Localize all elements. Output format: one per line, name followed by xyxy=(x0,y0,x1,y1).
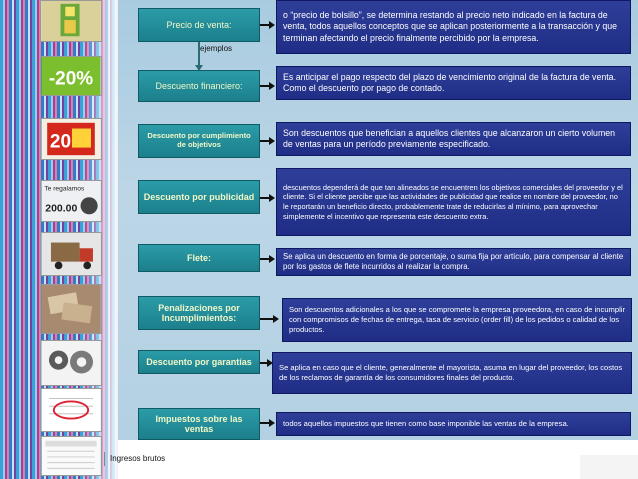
arrow-row-4 xyxy=(260,194,275,202)
footer-divider xyxy=(104,452,105,466)
category-label: Impuestos sobre las ventas xyxy=(155,413,243,434)
promo-20-text: 20 xyxy=(50,132,71,153)
description-precio-de-venta: o “precio de bolsillo”, se determina res… xyxy=(276,0,631,54)
description-text: Son descuentos adicionales a los que se … xyxy=(289,305,626,334)
category-descuento-financiero: Descuento financiero: xyxy=(138,70,260,102)
arrow-row-5 xyxy=(260,255,275,263)
arrow-row-8 xyxy=(260,419,275,427)
description-cumplimiento-objetivos: Son descuentos que benefician a aquellos… xyxy=(276,122,631,156)
gift-voucher-title: Te regalamos xyxy=(44,186,85,193)
delivery-truck-image xyxy=(40,232,102,276)
promo-20-image: 20 xyxy=(40,118,102,160)
category-cumplimiento-objetivos: Descuento por cumplimiento de objetivos xyxy=(138,124,260,158)
category-flete: Flete: xyxy=(138,244,260,272)
category-label: Descuento financiero: xyxy=(155,80,243,91)
gift-voucher-200-image: Te regalamos 200.00 xyxy=(40,180,102,222)
category-penalizaciones: Penalizaciones por Incumplimientos: xyxy=(138,296,260,330)
description-flete: Se aplica un descuento en forma de porce… xyxy=(276,248,631,276)
arrow-row-3 xyxy=(260,137,275,145)
discount-20-percent-image: -20% xyxy=(40,56,102,96)
money-cash-image xyxy=(40,284,102,334)
category-label: Descuento por garantías xyxy=(146,356,252,367)
category-label: Descuento por publicidad xyxy=(143,191,255,202)
category-label: Flete: xyxy=(186,252,211,263)
footer-ingresos-brutos: Ingresos brutos xyxy=(110,454,166,463)
footer-band xyxy=(118,440,638,479)
arrow-row-6 xyxy=(260,315,279,323)
description-impuestos: todos aquellos impuestos que tienen como… xyxy=(276,412,631,436)
category-garantias: Descuento por garantías xyxy=(138,350,260,374)
description-text: Son descuentos que benefician a aquellos… xyxy=(283,127,616,149)
category-label: Descuento por cumplimiento de objetivos xyxy=(147,131,251,149)
description-penalizaciones: Son descuentos adicionales a los que se … xyxy=(282,298,632,342)
gift-voucher-amount: 200.00 xyxy=(45,203,77,214)
description-text: descuentos dependerá de que tan alineado… xyxy=(283,182,623,221)
arrow-row-7 xyxy=(260,359,273,367)
price-tag-image xyxy=(40,0,102,42)
connector-down xyxy=(195,42,203,71)
warranty-gears-image xyxy=(40,340,102,386)
description-descuento-financiero: Es anticipar el pago respecto del plazo … xyxy=(276,66,631,100)
category-impuestos: Impuestos sobre las ventas xyxy=(138,408,260,440)
category-label: Penalizaciones por Incumplimientos: xyxy=(158,302,240,323)
description-text: Se aplica en caso que el cliente, genera… xyxy=(279,363,623,382)
ejemplos-label: ejemplos xyxy=(200,44,233,53)
category-label: Precio de venta: xyxy=(166,19,232,30)
arrow-row-1 xyxy=(260,21,275,29)
description-text: Es anticipar el pago respecto del plazo … xyxy=(283,71,617,93)
invoice-form-image xyxy=(40,388,102,432)
description-garantias: Se aplica en caso que el cliente, genera… xyxy=(272,352,632,394)
description-text: Se aplica un descuento en forma de porce… xyxy=(283,251,624,271)
description-text: todos aquellos impuestos que tienen como… xyxy=(283,419,569,429)
category-publicidad: Descuento por publicidad xyxy=(138,180,260,214)
arrow-row-2 xyxy=(260,82,275,90)
description-text: o “precio de bolsillo”, se determina res… xyxy=(283,9,618,43)
discount-20-text: -20% xyxy=(49,69,93,90)
description-publicidad: descuentos dependerá de que tan alineado… xyxy=(276,168,631,236)
tax-document-image xyxy=(40,436,102,476)
footer-corner xyxy=(580,455,638,479)
category-precio-de-venta: Precio de venta: xyxy=(138,8,260,42)
